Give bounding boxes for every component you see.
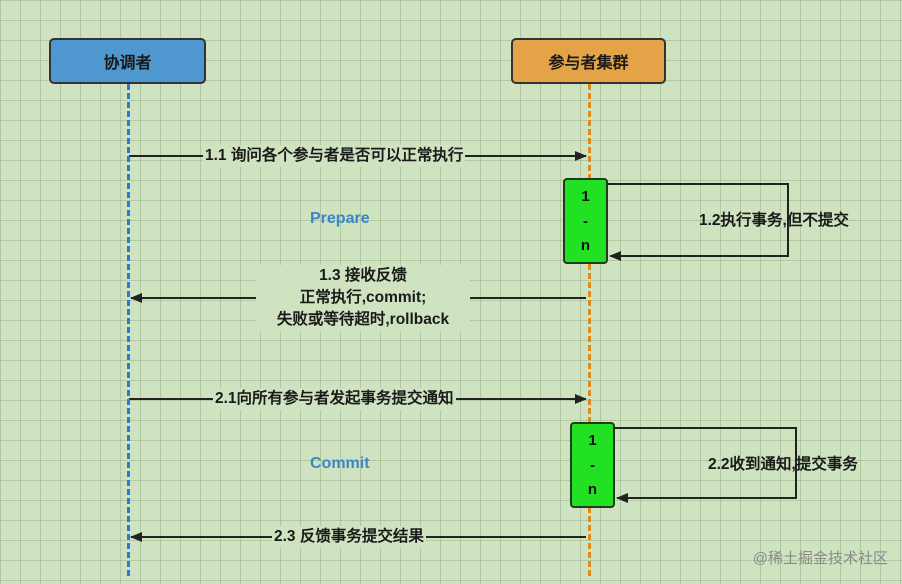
participants-label: 参与者集群	[548, 55, 629, 72]
activation-text: -	[590, 456, 595, 474]
coordinator-lifeline	[127, 84, 130, 576]
activation-text: n	[587, 481, 598, 499]
participants-actor: 参与者集群	[511, 38, 666, 84]
participants-lifeline	[588, 84, 591, 576]
activation-text: 1	[581, 187, 590, 205]
message-1-3-line1: 1.3 接收反馈	[319, 267, 407, 284]
message-1-3-line2: 正常执行,commit;	[299, 289, 427, 306]
coordinator-label: 协调者	[103, 55, 152, 72]
watermark: @稀土掘金技术社区	[752, 550, 888, 567]
message-2-3-label: 2.3 反馈事务提交结果	[272, 526, 426, 548]
phase-commit-label: Commit	[310, 455, 370, 472]
activation-commit: 1 - n	[570, 422, 615, 508]
activation-prepare: 1 - n	[563, 178, 608, 264]
coordinator-actor: 协调者	[49, 38, 206, 84]
message-2-2-label: 2.2收到通知,提交事务	[708, 456, 858, 473]
message-2-1-label: 2.1向所有参与者发起事务提交通知	[213, 388, 456, 410]
arrow-1-2-self	[608, 183, 789, 261]
message-1-3-line3: 失败或等待超时,rollback	[276, 311, 450, 328]
activation-text: n	[580, 237, 591, 255]
message-1-2-label: 1.2执行事务,但不提交	[699, 212, 849, 229]
arrow-2-2-self	[615, 427, 797, 503]
message-1-3-label: 1.3 接收反馈 正常执行,commit; 失败或等待超时,rollback	[256, 265, 470, 331]
activation-text: -	[583, 212, 588, 230]
activation-text: 1	[588, 431, 597, 449]
phase-prepare-label: Prepare	[310, 210, 370, 227]
message-1-1-label: 1.1 询问各个参与者是否可以正常执行	[203, 145, 466, 167]
